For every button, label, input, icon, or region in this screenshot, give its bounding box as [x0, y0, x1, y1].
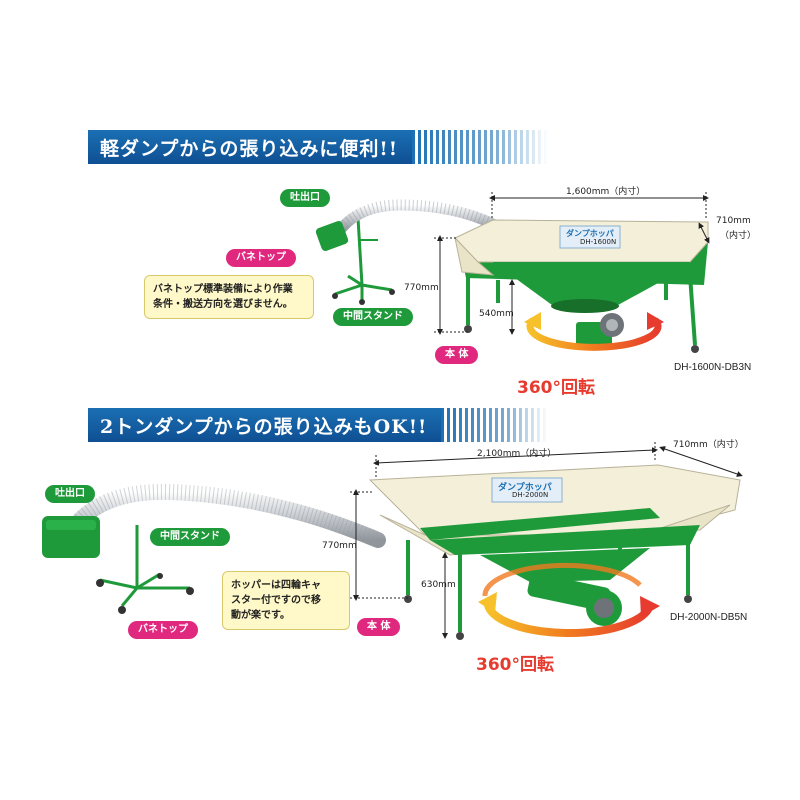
product-logo-1: ダンプホッパ [566, 229, 614, 238]
banner-stripes-2 [441, 408, 548, 442]
spring-top-tag-2: バネトップ [128, 621, 198, 639]
width-dim-1-line2: （内寸） [720, 231, 757, 241]
note-2-line-1: ホッパーは四輪キャ [231, 580, 321, 591]
width-dim-2: 710mm（内寸） [673, 440, 744, 450]
headline-banner-1: 軽ダンプからの張り込みに便利!! [88, 130, 548, 164]
rotation-arrow-1 [524, 312, 664, 351]
width-dim-1-line1: 710mm [716, 216, 751, 226]
product-code-2: DH-2000N [512, 491, 549, 499]
middle-stand-tag-2: 中間スタンド [150, 528, 230, 546]
body-tag-1: 本 体 [435, 346, 479, 364]
info-note-2: ホッパーは四輪キャ スター付ですので移 動が楽です。 [222, 571, 350, 630]
outlet-tag-2: 吐出口 [45, 485, 95, 503]
height-dim-2: 770mm [322, 541, 357, 551]
conveyor-1 [315, 199, 501, 305]
headline-banner-2: 2トンダンプからの張り込みもOK!! [88, 408, 548, 442]
outlet-tag-1: 吐出口 [280, 189, 330, 207]
headline-1: 軽ダンプからの張り込みに便利!! [88, 130, 413, 164]
length-dim-1: 1,600mm（内寸） [566, 187, 646, 197]
info-note-1: バネトップ標準装備により作業 条件・搬送方向を選びません。 [144, 275, 314, 319]
model-label-2: DH-2000N-DB5N [670, 612, 748, 623]
hopper-1 [454, 219, 709, 353]
banner-stripes-1 [412, 130, 548, 164]
note-2-line-2: スター付ですので移 [231, 595, 321, 606]
note-1-line-1: バネトップ標準装備により作業 [153, 284, 293, 295]
dimensions-1 [434, 192, 710, 335]
headline-2: 2トンダンプからの張り込みもOK!! [88, 408, 442, 442]
middle-stand-tag-1: 中間スタンド [333, 308, 413, 326]
lower-height-dim-1: 540mm [479, 309, 514, 319]
rotation-label-2: 360°回転 [476, 655, 554, 675]
note-1-line-2: 条件・搬送方向を選びません。 [153, 299, 293, 310]
lower-height-dim-2: 630mm [421, 580, 456, 590]
product-logo-2: ダンプホッパ [498, 483, 552, 493]
conveyor-2 [42, 483, 386, 614]
rotation-label-1: 360°回転 [517, 378, 595, 398]
product-code-1: DH-1600N [580, 238, 617, 246]
height-dim-1: 770mm [404, 283, 439, 293]
note-2-line-3: 動が楽です。 [231, 610, 290, 621]
spring-top-tag-1: バネトップ [226, 249, 296, 267]
rotation-arrow-2 [478, 562, 660, 637]
body-tag-2: 本 体 [357, 618, 401, 636]
dimensions-2 [350, 442, 743, 639]
model-label-1: DH-1600N-DB3N [674, 362, 752, 373]
length-dim-2: 2,100mm（内寸） [477, 449, 557, 459]
